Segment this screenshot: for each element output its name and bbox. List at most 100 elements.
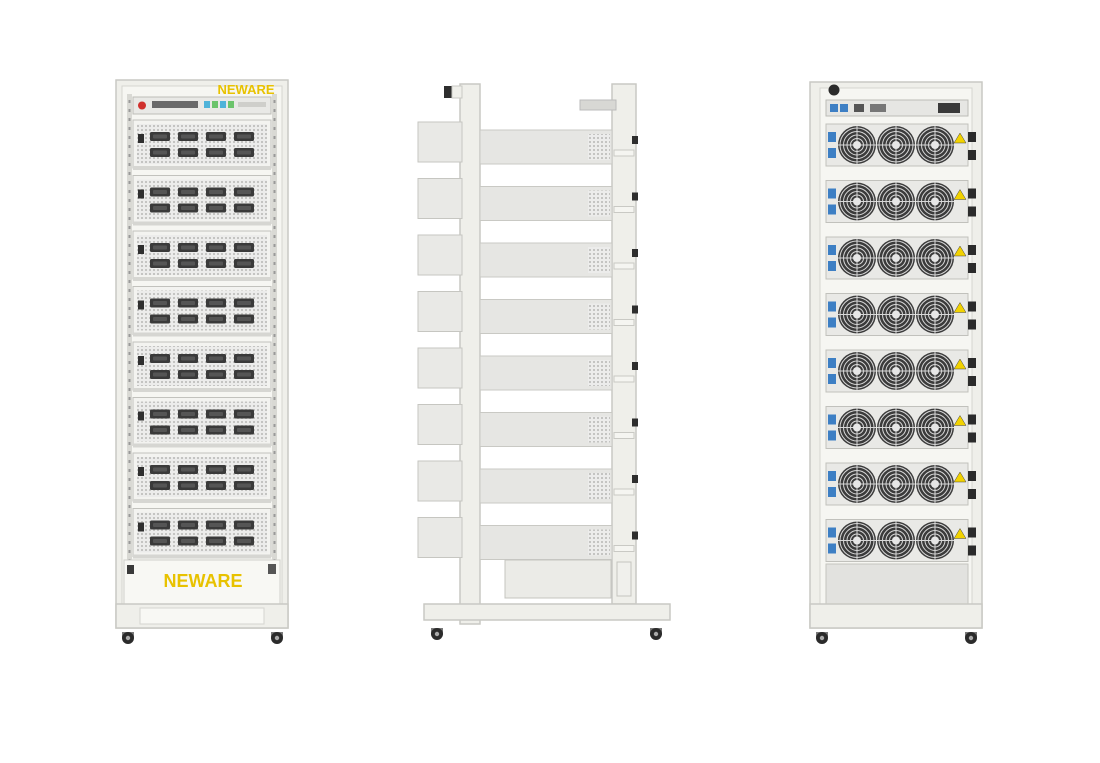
connector [150, 409, 170, 419]
caster-wheel-icon [431, 628, 443, 640]
fan-icon [915, 125, 955, 165]
front-module-stack [132, 119, 272, 559]
fan-icon [876, 351, 916, 391]
fan-icon [837, 182, 877, 221]
power-switch [138, 189, 144, 199]
power-switch [138, 356, 144, 365]
connector [150, 370, 170, 379]
power-switch [138, 411, 144, 421]
connector [178, 148, 198, 157]
rear-module [825, 349, 976, 393]
connector [178, 425, 198, 435]
front-module [132, 175, 272, 226]
connector [150, 243, 170, 252]
warning-label-icon [953, 528, 967, 539]
front-view: NEWARE NEWARE [115, 79, 289, 644]
fan-icon [876, 521, 916, 560]
fan-icon [876, 408, 916, 447]
connector [150, 481, 170, 490]
connector [206, 187, 226, 197]
fan-icon [837, 238, 877, 278]
connector [234, 520, 254, 530]
connector [206, 243, 226, 252]
connector [150, 298, 170, 308]
connector [234, 148, 254, 157]
fan-icon [915, 521, 955, 560]
connector [206, 465, 226, 474]
connector [206, 132, 226, 141]
fan-icon [876, 125, 916, 165]
side-module [417, 291, 638, 334]
fan-icon [837, 464, 877, 504]
rear-module-stack [825, 123, 976, 562]
connector [150, 425, 170, 435]
power-switch [138, 245, 144, 254]
front-module [132, 508, 272, 559]
rear-module [825, 180, 976, 223]
power-switch [138, 134, 144, 143]
fan-icon [837, 125, 877, 165]
connector [178, 259, 198, 268]
connector [150, 187, 170, 197]
fan-icon [915, 238, 955, 278]
rear-module [825, 123, 976, 167]
connector [150, 354, 170, 363]
caster-wheel-icon [650, 628, 662, 640]
connector [178, 203, 198, 213]
connector [206, 370, 226, 379]
control-panel [132, 96, 272, 115]
connector [234, 465, 254, 474]
connector [234, 536, 254, 546]
connector [234, 409, 254, 419]
rear-view [809, 81, 983, 644]
warning-label-icon [953, 132, 967, 144]
connector [206, 298, 226, 308]
connector [234, 259, 254, 268]
side-module [417, 347, 638, 391]
connector [206, 259, 226, 268]
rear-module [825, 519, 976, 562]
connector [150, 314, 170, 324]
connector [234, 425, 254, 435]
brand-logo-bottom: NEWARE [163, 571, 242, 591]
warning-label-icon [953, 245, 967, 257]
fan-icon [915, 295, 955, 334]
side-module [417, 460, 638, 504]
front-module [132, 452, 272, 503]
connector [150, 148, 170, 157]
fan-icon [915, 464, 955, 504]
connector [234, 243, 254, 252]
fan-icon [837, 408, 877, 447]
connector [234, 481, 254, 490]
fan-icon [915, 351, 955, 391]
rear-module [825, 236, 976, 280]
warning-label-icon [953, 189, 967, 200]
rear-module [825, 293, 976, 336]
warning-label-icon [953, 358, 967, 370]
connector [150, 520, 170, 530]
connector [178, 354, 198, 363]
connector [178, 536, 198, 546]
caster-wheel-icon [122, 632, 134, 644]
front-module [132, 230, 272, 281]
fan-icon [837, 521, 877, 560]
power-button-icon [138, 101, 146, 110]
connector [150, 536, 170, 546]
fan-icon [876, 238, 916, 278]
fan-icon [915, 408, 955, 447]
fan-icon [837, 351, 877, 391]
connector [178, 465, 198, 474]
connector [178, 298, 198, 308]
fan-icon [876, 295, 916, 334]
warning-label-icon [953, 471, 967, 483]
front-module [132, 286, 272, 337]
front-module [132, 341, 272, 392]
connector [150, 132, 170, 141]
power-switch [138, 522, 144, 532]
caster-wheel-icon [271, 632, 283, 644]
side-view [417, 83, 671, 640]
connector [206, 354, 226, 363]
connector [178, 132, 198, 141]
fan-icon [876, 182, 916, 221]
